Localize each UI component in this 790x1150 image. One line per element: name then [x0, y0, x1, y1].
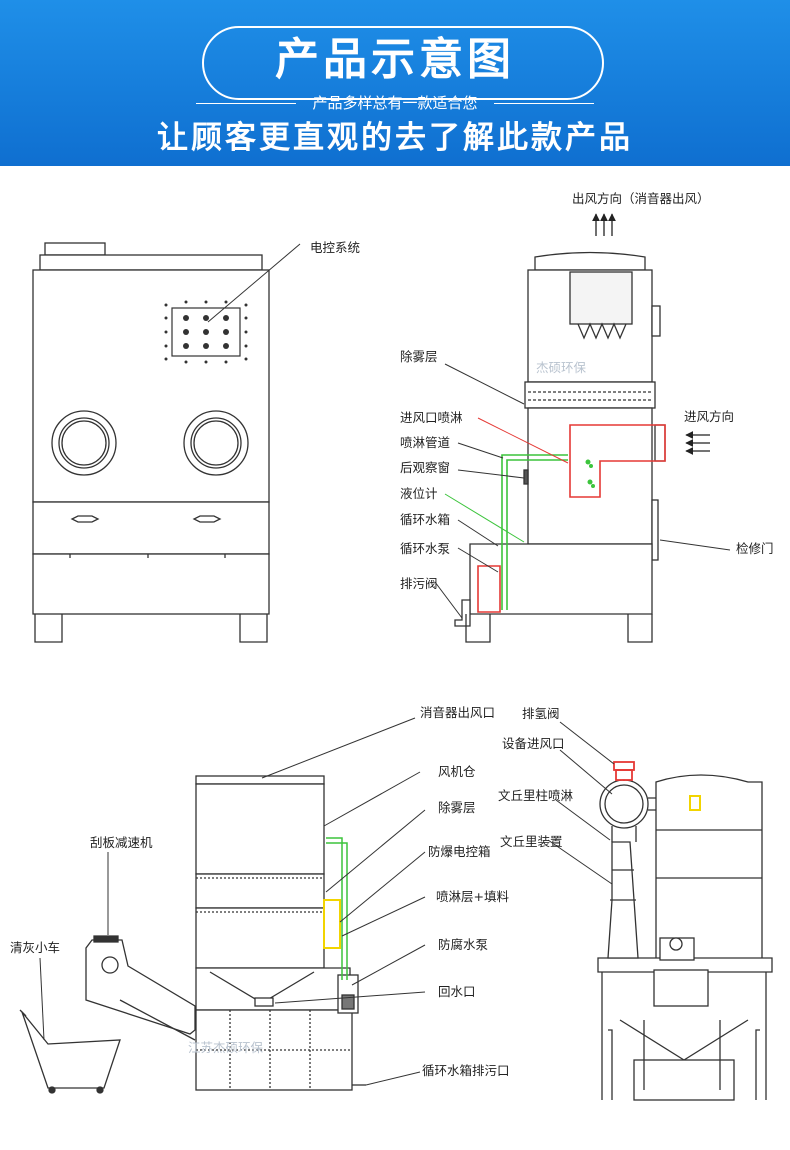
- label-venturi-device: 文丘里装置: [500, 834, 563, 849]
- label-tank-drain: 循环水箱排污口: [422, 1063, 510, 1078]
- label-demist-layer: 除雾层: [400, 349, 438, 364]
- label-circulation-tank: 循环水箱: [400, 512, 450, 527]
- page-title: 产品示意图: [275, 34, 515, 85]
- bottom-right-callouts: [547, 721, 615, 885]
- label-return-port: 回水口: [438, 984, 476, 999]
- subtitle-divider-right: [494, 103, 594, 104]
- label-silencer-outlet: 消音器出风口: [420, 705, 495, 720]
- label-scraper-reducer: 刮板减速机: [90, 835, 153, 850]
- side-view-callouts: [434, 363, 731, 619]
- label-access-door: 检修门: [736, 541, 774, 556]
- front-view-callout: 电控系统: [207, 240, 360, 323]
- label-circulation-pump: 循环水泵: [400, 541, 450, 556]
- label-h2-relief-valve: 排氢阀: [522, 706, 560, 721]
- label-fan-chamber: 风机仓: [438, 764, 476, 779]
- header-banner: 产品示意图 产品多样总有一款适合您 让顾客更直观的去了解此款产品: [0, 0, 790, 166]
- side-view-drawing: [454, 251, 666, 643]
- subtitle-row: 产品多样总有一款适合您: [0, 93, 790, 113]
- label-spray-pipe: 喷淋管道: [400, 435, 451, 450]
- label-inlet-direction: 进风方向: [684, 409, 734, 424]
- side-view-inlet-duct: [477, 424, 666, 613]
- spray-nozzle-icons: [585, 459, 595, 488]
- label-equipment-inlet: 设备进风口: [502, 736, 565, 751]
- label-outlet-direction: 出风方向（消音器出风）: [572, 191, 710, 206]
- front-view-portholes: [51, 410, 249, 476]
- scrubber-side-green-pipe: [326, 837, 348, 980]
- label-spray-fill: 喷淋层+填料: [436, 889, 509, 904]
- ex-proof-box: [323, 899, 341, 949]
- scrubber-side-drawing: [195, 775, 366, 1091]
- side-view-spray-pipe: [501, 454, 568, 610]
- front-view-drawing: [32, 242, 270, 643]
- label-venturi-spray: 文丘里柱喷淋: [498, 788, 574, 803]
- label-control-system: 电控系统: [310, 240, 360, 255]
- label-demist-layer-2: 除雾层: [438, 800, 476, 815]
- headline: 让顾客更直观的去了解此款产品: [157, 120, 633, 156]
- subtitle-divider-left: [196, 103, 296, 104]
- ash-cart-drawing: [19, 1009, 121, 1094]
- scraper-drawing: [85, 935, 196, 1041]
- control-panel: [164, 300, 248, 364]
- bottom-left-callouts: [39, 717, 426, 1086]
- label-rear-window: 后观察窗: [400, 460, 450, 475]
- title-frame: [202, 26, 604, 100]
- label-ash-cart: 清灰小车: [10, 940, 60, 955]
- h2-relief-valve: [613, 761, 635, 781]
- label-inlet-spray: 进风口喷淋: [400, 410, 463, 425]
- subtitle: 产品多样总有一款适合您: [312, 94, 478, 112]
- outlet-arrows: [592, 213, 616, 236]
- venturi-inlet: [599, 779, 656, 842]
- label-anticorrosion-pump: 防腐水泵: [438, 937, 488, 952]
- watermark-bottom: 江苏杰硕环保: [188, 1040, 264, 1055]
- label-level-gauge: 液位计: [400, 486, 438, 501]
- watermark-top: 杰硕环保: [536, 360, 587, 375]
- label-drain-valve: 排污阀: [400, 576, 438, 591]
- label-ex-proof-box: 防爆电控箱: [428, 844, 491, 859]
- inlet-arrows: [685, 431, 710, 455]
- venturi-scrubber-drawing: [597, 774, 773, 1101]
